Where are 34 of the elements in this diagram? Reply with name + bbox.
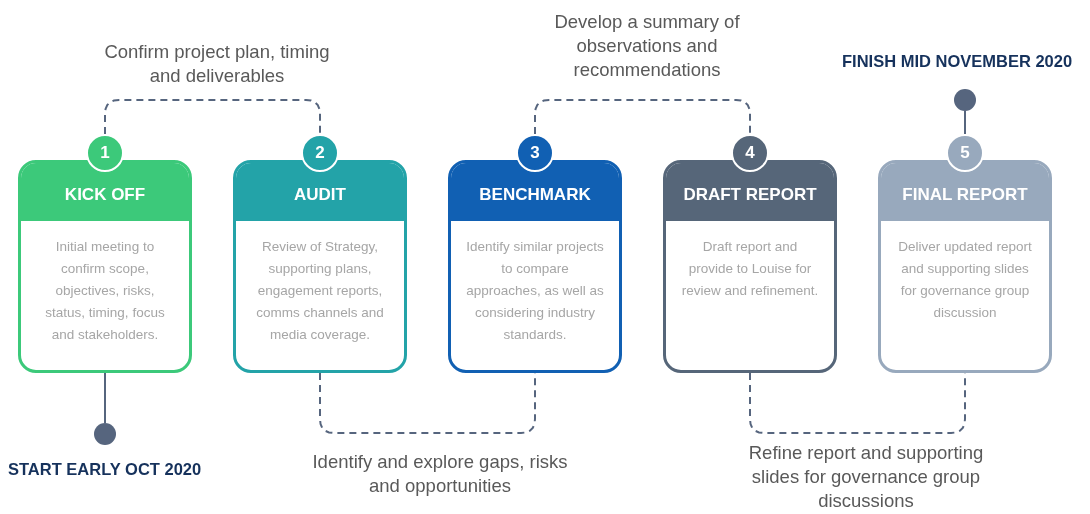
card-heading: KICK OFF: [21, 163, 189, 221]
dashed-connector: [534, 99, 751, 135]
card-heading: FINAL REPORT: [881, 163, 1049, 221]
edge-label: Refine report and supporting slides for governance group discussions: [747, 441, 985, 513]
step-number-badge: 4: [731, 134, 769, 172]
step-card: [448, 160, 622, 373]
edge-label: Develop a summary of observations and recommendations: [553, 10, 741, 82]
step-card: [663, 160, 837, 373]
card-description: Identify similar projects to compare approaches, as well as considering industry standards.: [465, 238, 605, 344]
edge-label: Confirm project plan, timing and deliverables: [103, 40, 331, 88]
card-description: Review of Strategy, supporting plans, engagement reports, comms channels and media coverage.: [255, 238, 385, 344]
milestone-dot: [94, 423, 116, 445]
step-number-badge: 2: [301, 134, 339, 172]
dashed-connector: [319, 372, 536, 434]
card-heading: DRAFT REPORT: [666, 163, 834, 221]
step-number-badge: 1: [86, 134, 124, 172]
dashed-connector: [749, 372, 966, 434]
card-heading: AUDIT: [236, 163, 404, 221]
connector-line: [104, 372, 106, 424]
step-number-badge: 3: [516, 134, 554, 172]
milestone-label: FINISH MID NOVEMBER 2020: [842, 52, 1073, 71]
step-card: [18, 160, 192, 373]
step-card: [878, 160, 1052, 373]
card-description: Deliver updated report and supporting slides for governance group discussion: [897, 238, 1033, 322]
card-description: Initial meeting to confirm scope, objectives, risks, status, timing, focus and stakeholders.: [44, 238, 166, 344]
edge-label: Identify and explore gaps, risks and opportunities: [311, 450, 569, 498]
connector-line: [964, 110, 966, 135]
milestone-dot: [954, 89, 976, 111]
step-number-badge: 5: [946, 134, 984, 172]
dashed-connector: [104, 99, 321, 135]
card-heading: BENCHMARK: [451, 163, 619, 221]
card-description: Draft report and provide to Louise for review and refinement.: [680, 238, 820, 300]
step-card: [233, 160, 407, 373]
milestone-label: START EARLY OCT 2020: [8, 460, 202, 479]
